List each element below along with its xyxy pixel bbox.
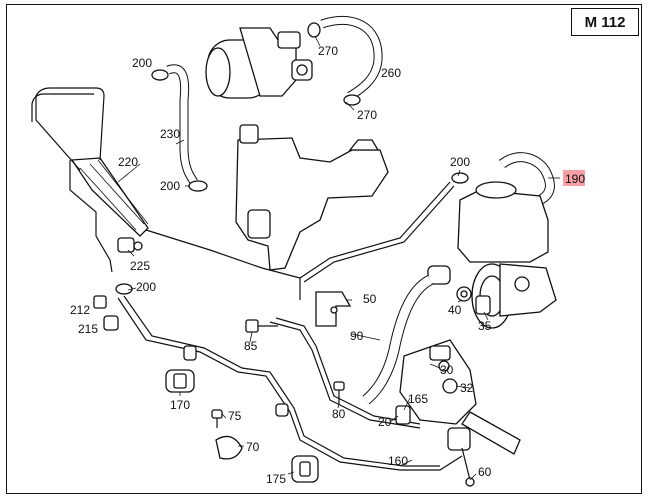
callout-90[interactable]: 90 xyxy=(350,329,364,343)
callout-225[interactable]: 225 xyxy=(130,259,150,273)
right-reservoir xyxy=(457,181,549,263)
steering-box xyxy=(399,339,477,425)
callout-40[interactable]: 40 xyxy=(448,303,462,317)
oil-cooler xyxy=(70,157,149,237)
callout-50[interactable]: 50 xyxy=(363,292,377,306)
cooler-lines xyxy=(31,87,301,300)
callout-260[interactable]: 260 xyxy=(381,66,401,80)
upper-reservoir xyxy=(235,124,389,271)
grommet-175 xyxy=(291,455,319,483)
callout-190[interactable]: 190 xyxy=(565,172,585,186)
diagram-frame xyxy=(6,4,642,494)
callout-270a[interactable]: 270 xyxy=(318,44,338,58)
callout-75[interactable]: 75 xyxy=(228,409,242,423)
callout-80[interactable]: 80 xyxy=(332,407,346,421)
grommet-170 xyxy=(165,369,195,393)
callout-labels: 270 260 270 200 230 200 220 200 190 225 … xyxy=(70,44,585,486)
callout-60[interactable]: 60 xyxy=(478,465,492,479)
bracket-50 xyxy=(315,291,352,327)
callout-170[interactable]: 170 xyxy=(170,398,190,412)
callout-200d[interactable]: 200 xyxy=(136,280,156,294)
callout-230[interactable]: 230 xyxy=(160,127,180,141)
pressure-lines xyxy=(117,295,463,471)
callout-200b[interactable]: 200 xyxy=(160,179,180,193)
model-label: M 112 xyxy=(571,8,639,36)
hose-230 xyxy=(166,64,198,185)
bolt-80 xyxy=(333,381,345,404)
pressure-fittings xyxy=(427,265,491,315)
hose-clamps xyxy=(115,22,469,295)
callout-200a[interactable]: 200 xyxy=(132,56,152,70)
highlight-190-bg xyxy=(563,170,585,186)
callout-20[interactable]: 20 xyxy=(378,415,392,429)
hardware-212-215 xyxy=(93,295,119,331)
hose-190 xyxy=(498,152,555,205)
callout-212[interactable]: 212 xyxy=(70,303,90,317)
callout-85[interactable]: 85 xyxy=(244,339,258,353)
callout-215[interactable]: 215 xyxy=(78,322,98,336)
hose-260 xyxy=(320,15,383,100)
bolt-75 xyxy=(211,409,223,428)
callout-220[interactable]: 220 xyxy=(118,155,138,169)
upper-pump-assembly xyxy=(205,27,313,99)
leader-lines xyxy=(117,35,560,481)
callout-32[interactable]: 32 xyxy=(460,381,474,395)
callout-270b[interactable]: 270 xyxy=(357,108,377,122)
hose-90 xyxy=(362,275,433,405)
callout-70[interactable]: 70 xyxy=(246,440,260,454)
clamp-70 xyxy=(215,435,243,460)
steering-column xyxy=(447,411,521,487)
callout-175[interactable]: 175 xyxy=(266,472,286,486)
bolt-85 xyxy=(245,319,278,333)
return-line xyxy=(299,181,455,283)
callout-30[interactable]: 30 xyxy=(440,363,454,377)
callout-165[interactable]: 165 xyxy=(408,392,428,406)
callout-160[interactable]: 160 xyxy=(388,454,408,468)
callout-35[interactable]: 35 xyxy=(478,319,492,333)
hardware-225 xyxy=(117,237,143,253)
callout-200c[interactable]: 200 xyxy=(450,155,470,169)
